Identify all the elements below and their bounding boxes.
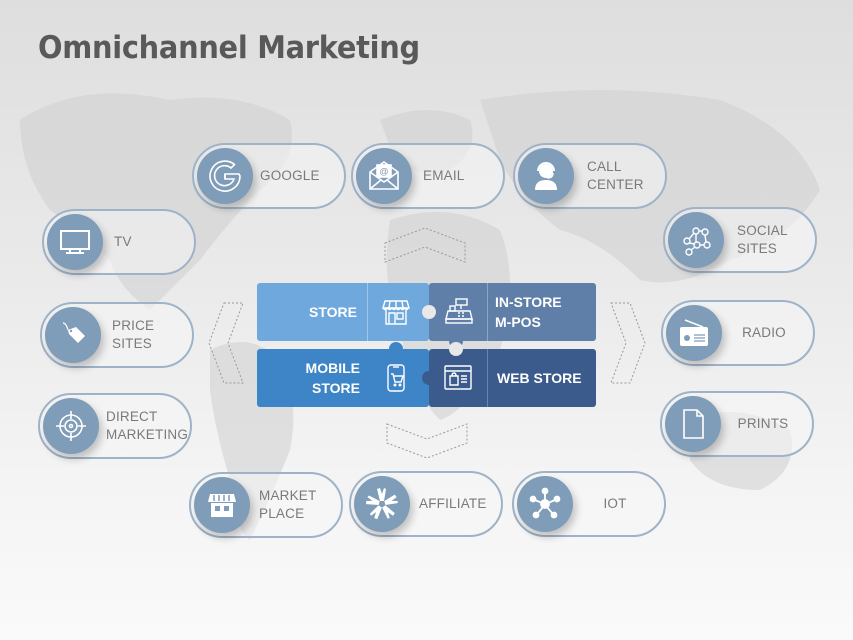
channel-label-line1: DIRECT xyxy=(106,409,158,424)
channel-label-line2: SITES xyxy=(737,241,778,256)
channel-label-line2: PLACE xyxy=(259,506,305,521)
chevron-right-icon xyxy=(610,302,646,384)
in-store-label-line1: IN-STORE xyxy=(495,294,562,310)
page-title: Omnichannel Marketing xyxy=(38,30,420,66)
affiliate-hands-icon xyxy=(365,488,399,520)
channel-radio[interactable]: RADIO xyxy=(661,300,815,366)
call-center-icon xyxy=(535,162,557,190)
channel-label: GOOGLE xyxy=(260,168,320,183)
social-network-icon xyxy=(683,227,711,256)
channel-tv[interactable]: TV xyxy=(42,209,196,275)
google-icon xyxy=(209,160,241,192)
channel-label-line1: PRICE xyxy=(112,318,155,333)
channel-label: TV xyxy=(114,234,132,249)
mobile-store-label-line2: STORE xyxy=(312,380,360,396)
channel-label-line1: MARKET xyxy=(259,488,317,503)
chevron-up-icon xyxy=(384,227,466,263)
channel-label-line1: SOCIAL xyxy=(737,223,788,238)
channel-price-sites[interactable]: PRICE SITES xyxy=(40,302,194,368)
channel-label-line2: SITES xyxy=(112,336,153,351)
chevron-down-icon xyxy=(386,423,468,459)
channel-label: RADIO xyxy=(742,325,786,340)
email-icon: @ xyxy=(369,161,399,190)
channel-label: EMAIL xyxy=(423,168,465,183)
web-store-label: WEB STORE xyxy=(497,370,582,386)
marketplace-icon xyxy=(208,494,236,517)
document-icon xyxy=(683,409,704,439)
tv-icon xyxy=(60,230,90,254)
storefront-icon xyxy=(367,283,425,341)
channel-iot[interactable]: IOT xyxy=(512,471,666,537)
channel-label-line1: CALL xyxy=(587,159,622,174)
web-shopping-icon xyxy=(429,349,487,407)
radio-icon xyxy=(680,319,708,346)
channel-affiliate[interactable]: AFFILIATE xyxy=(349,471,503,537)
channel-label-line2: CENTER xyxy=(587,177,644,192)
iot-network-icon xyxy=(529,487,561,519)
web-store-piece[interactable]: WEB STORE xyxy=(422,342,596,407)
chevron-left-icon xyxy=(208,302,244,384)
channel-email[interactable]: @ EMAIL xyxy=(351,143,505,209)
channel-google[interactable]: GOOGLE xyxy=(192,143,346,209)
store-piece[interactable]: STORE xyxy=(257,283,436,341)
mobile-store-piece[interactable]: MOBILE STORE xyxy=(257,342,429,407)
channel-direct-marketing[interactable]: DIRECT MARKETING xyxy=(38,393,192,459)
channel-call-center[interactable]: CALL CENTER xyxy=(513,143,667,209)
in-store-mpos-piece[interactable]: IN-STORE M-POS xyxy=(422,283,596,348)
price-tag-icon xyxy=(62,322,85,343)
in-store-label-line2: M-POS xyxy=(495,314,541,330)
mobile-store-label-line1: MOBILE xyxy=(305,360,360,376)
channel-prints[interactable]: PRINTS xyxy=(660,391,814,457)
channel-label: IOT xyxy=(603,496,627,511)
channel-label: PRINTS xyxy=(737,416,789,431)
target-icon xyxy=(56,411,86,441)
channel-label-line2: MARKETING xyxy=(106,427,189,442)
mobile-cart-icon xyxy=(367,349,425,407)
cash-register-icon xyxy=(429,283,487,341)
store-label: STORE xyxy=(309,304,357,320)
svg-text:@: @ xyxy=(379,167,388,177)
channel-social-sites[interactable]: SOCIAL SITES xyxy=(663,207,817,273)
channel-label: AFFILIATE xyxy=(419,496,487,511)
channel-marketplace[interactable]: MARKET PLACE xyxy=(189,472,343,538)
